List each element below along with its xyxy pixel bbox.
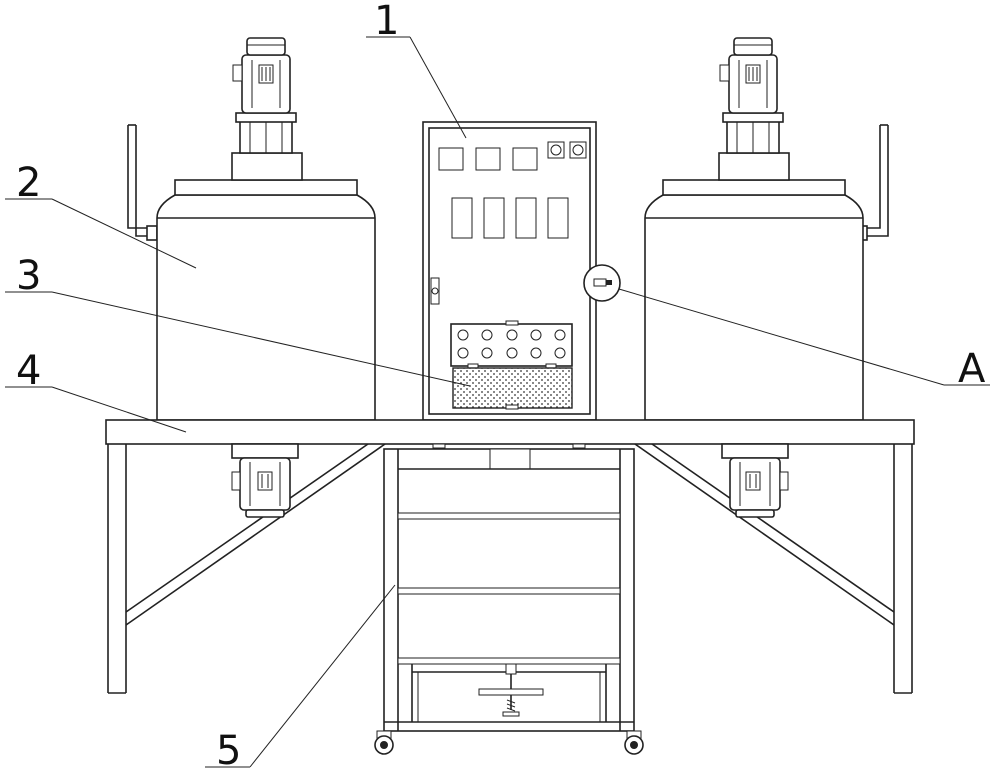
left-tank (127, 37, 376, 421)
cart (374, 448, 644, 755)
leader-lines (5, 36, 990, 768)
right-tank (644, 37, 889, 421)
label-5: 5 (216, 728, 241, 774)
label-4: 4 (16, 348, 41, 394)
label-1: 1 (374, 0, 399, 44)
table (105, 419, 915, 694)
label-3: 3 (16, 253, 41, 299)
label-2: 2 (16, 160, 41, 206)
right-lower-motor (721, 443, 789, 518)
left-lower-motor (231, 443, 299, 518)
control-cabinet (422, 121, 621, 421)
label-A: A (958, 346, 986, 392)
